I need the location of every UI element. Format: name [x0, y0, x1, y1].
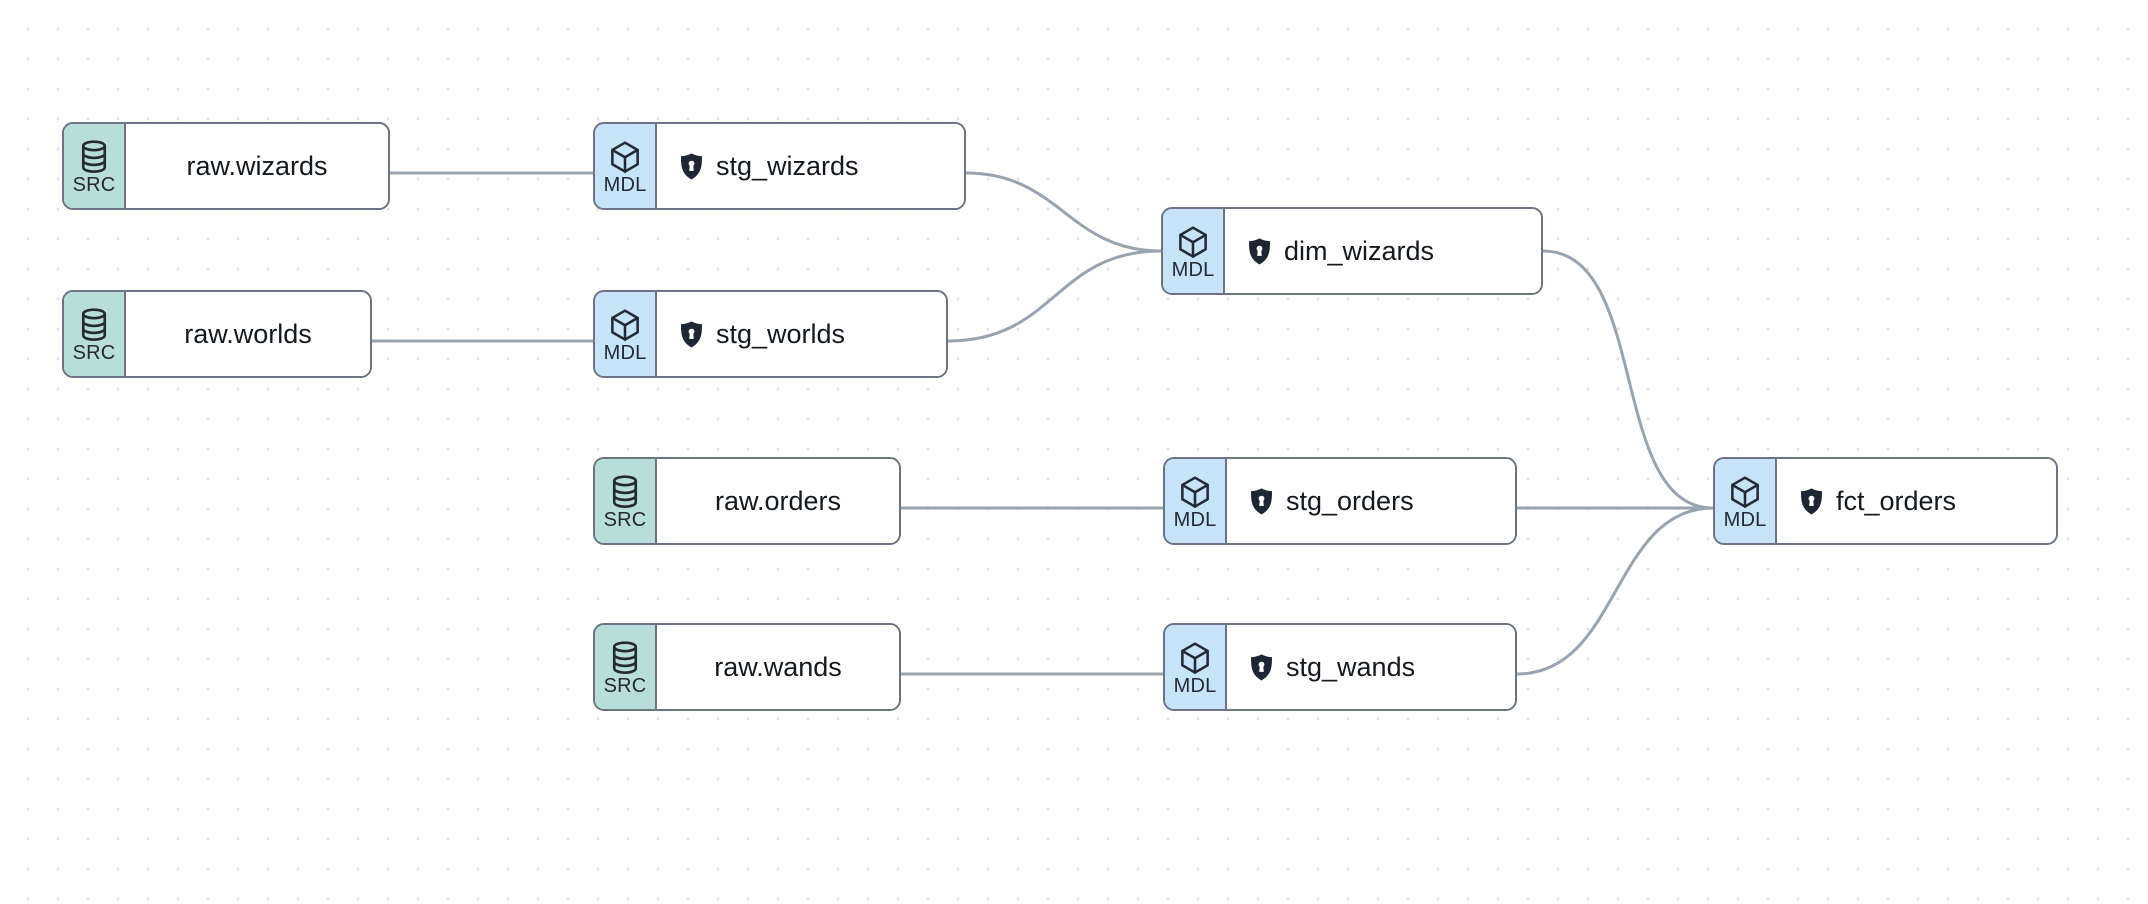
- node-body: stg_orders: [1227, 459, 1515, 543]
- node-badge-label: MDL: [603, 342, 647, 364]
- node-label: stg_wands: [1286, 652, 1416, 682]
- node-raw_worlds[interactable]: SRC raw.worlds: [62, 290, 372, 378]
- node-label: raw.worlds: [184, 319, 312, 349]
- node-badge-label: SRC: [72, 174, 116, 196]
- shield-lock-icon: [1249, 487, 1274, 516]
- node-badge-mdl: MDL: [595, 292, 657, 376]
- node-label: dim_wizards: [1284, 236, 1435, 266]
- node-label: stg_worlds: [716, 319, 846, 349]
- node-badge-label: SRC: [72, 342, 116, 364]
- node-body: raw.orders: [657, 459, 899, 543]
- node-body: fct_orders: [1777, 459, 2056, 543]
- node-badge-src: SRC: [64, 124, 126, 208]
- node-badge-mdl: MDL: [1163, 209, 1225, 293]
- node-badge-label: MDL: [1723, 509, 1767, 531]
- node-badge-label: MDL: [1173, 509, 1217, 531]
- database-icon: [610, 475, 640, 509]
- edge-dim_wizards-fct_orders[interactable]: [1541, 249, 1715, 510]
- cube-icon: [1729, 475, 1761, 509]
- node-badge-mdl: MDL: [1165, 625, 1227, 709]
- cube-icon: [609, 308, 641, 342]
- node-stg_worlds[interactable]: MDL stg_worlds: [593, 290, 948, 378]
- node-stg_wizards[interactable]: MDL stg_wizards: [593, 122, 966, 210]
- node-badge-src: SRC: [595, 625, 657, 709]
- node-fct_orders[interactable]: MDL fct_orders: [1713, 457, 2058, 545]
- node-badge-label: MDL: [1173, 675, 1217, 697]
- node-body: stg_worlds: [657, 292, 946, 376]
- node-badge-src: SRC: [64, 292, 126, 376]
- node-raw_wizards[interactable]: SRC raw.wizards: [62, 122, 390, 210]
- node-badge-mdl: MDL: [1715, 459, 1777, 543]
- database-icon: [79, 140, 109, 174]
- node-raw_orders[interactable]: SRC raw.orders: [593, 457, 901, 545]
- node-badge-src: SRC: [595, 459, 657, 543]
- node-badge-label: SRC: [603, 509, 647, 531]
- node-label: raw.wizards: [186, 151, 328, 181]
- shield-lock-icon: [679, 152, 704, 181]
- node-badge-label: MDL: [1171, 259, 1215, 281]
- node-stg_wands[interactable]: MDL stg_wands: [1163, 623, 1517, 711]
- node-body: stg_wizards: [657, 124, 964, 208]
- node-body: dim_wizards: [1225, 209, 1541, 293]
- node-badge-mdl: MDL: [1165, 459, 1227, 543]
- node-body: stg_wands: [1227, 625, 1515, 709]
- shield-lock-icon: [1249, 653, 1274, 682]
- node-dim_wizards[interactable]: MDL dim_wizards: [1161, 207, 1543, 295]
- cube-icon: [1179, 641, 1211, 675]
- cube-icon: [1179, 475, 1211, 509]
- edge-stg_worlds-dim_wizards[interactable]: [946, 249, 1163, 343]
- shield-lock-icon: [1799, 487, 1824, 516]
- database-icon: [610, 641, 640, 675]
- cube-icon: [609, 140, 641, 174]
- node-stg_orders[interactable]: MDL stg_orders: [1163, 457, 1517, 545]
- node-label: raw.wands: [714, 652, 842, 682]
- shield-lock-icon: [1247, 237, 1272, 266]
- edge-stg_wizards-dim_wizards[interactable]: [964, 171, 1163, 253]
- node-badge-mdl: MDL: [595, 124, 657, 208]
- node-label: fct_orders: [1836, 486, 1957, 516]
- node-body: raw.wizards: [126, 124, 388, 208]
- database-icon: [79, 308, 109, 342]
- edge-stg_wands-fct_orders[interactable]: [1515, 506, 1715, 676]
- node-label: raw.orders: [714, 486, 842, 516]
- node-body: raw.worlds: [126, 292, 370, 376]
- node-raw_wands[interactable]: SRC raw.wands: [593, 623, 901, 711]
- node-label: stg_orders: [1286, 486, 1414, 516]
- node-label: stg_wizards: [716, 151, 859, 181]
- cube-icon: [1177, 225, 1209, 259]
- node-badge-label: SRC: [603, 675, 647, 697]
- shield-lock-icon: [679, 320, 704, 349]
- node-badge-label: MDL: [603, 174, 647, 196]
- node-body: raw.wands: [657, 625, 899, 709]
